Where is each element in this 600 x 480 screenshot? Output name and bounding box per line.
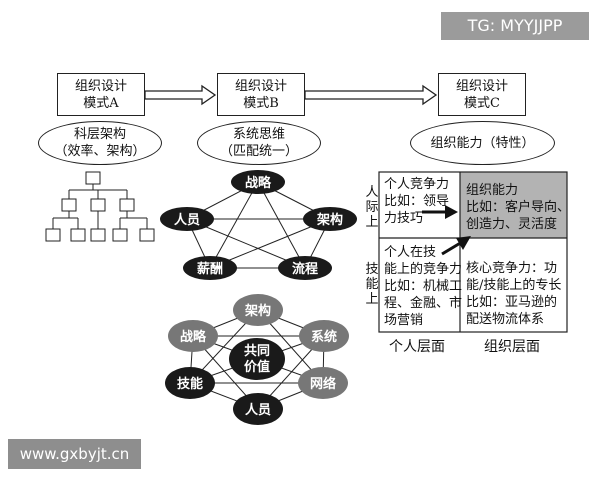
label-structure-pent: 架构 [316,212,343,228]
arrow-a-to-b [144,84,217,106]
cell-tl-line: 力技巧 [384,211,424,226]
row-label-interpersonal: 人际上 [365,185,379,230]
oval-capability: 组织能力（特性） [410,121,555,165]
label-people-net: 人员 [245,402,271,418]
cell-bl-line: 程、金融、市 [384,296,463,311]
node-structure-net [233,294,283,326]
label-shared-value-2: 价值 [244,359,270,375]
label-strategy-pent: 战略 [245,175,272,191]
cell-individual-skill: 个人在技 能上的竞争力 比如：机械工 程、金融、市 场营销 [384,244,462,329]
cell-br-line: 比如：亚马逊的 [466,295,558,310]
cell-tr-line: 比如：客户导向、 [466,200,571,215]
node-people-net [233,393,283,425]
capability-matrix [378,171,568,333]
matrix-arrows [422,205,471,256]
model-b-line1: 组织设计 [234,78,287,94]
cell-tr-line: 组织能力 [466,183,519,198]
model-a-line2: 模式A [83,95,119,111]
matrix-highlight [460,172,567,238]
node-system-net [299,320,349,352]
cell-tl-line: 比如：领导 [384,194,450,209]
label-strategy-net: 战略 [180,329,207,345]
watermark-bottom: www.gxbyjt.cn [8,439,141,469]
cell-bl-line: 场营销 [384,313,424,328]
node-shared-value [229,338,285,380]
label-skill-net: 技能 [177,376,203,392]
oval-hierarchy-line2: （效率、架构） [54,144,146,159]
node-pay-pent [183,256,237,280]
node-strategy-net [168,320,218,352]
oval-hierarchy-line1: 科层架构 [73,127,126,142]
cell-org-capability: 组织能力 比如：客户导向、 创造力、灵活度 [466,182,570,233]
pentagon-nodes: 战略 人员 架构 薪酬 流程 [160,170,357,280]
watermark-top: TG: MYYJJPP [441,12,589,40]
node-structure-pent [303,207,357,231]
cell-br-line: 能/技能上的专长 [466,278,562,293]
label-pay-pent: 薪酬 [197,261,223,277]
cell-bl-line: 能上的竞争力 [384,262,463,277]
node-people-pent [160,207,214,231]
cell-bl-line: 比如：机械工 [384,279,463,294]
node-network-net [298,367,348,399]
model-b-box: 组织设计 模式B [217,73,305,116]
arrow-b-to-c [304,84,438,106]
cell-individual-interpersonal: 个人竞争力 比如：领导 力技巧 [384,176,449,227]
label-shared-value-1: 共同 [244,343,270,359]
oval-systems-line2: （匹配统一） [219,144,298,159]
node-process-pent [278,256,332,280]
model-c-line2: 模式C [464,95,500,111]
oval-capability-line1: 组织能力（特性） [430,135,535,151]
label-structure-net: 架构 [244,303,271,319]
cell-tl-line: 个人竞争力 [384,177,450,192]
cell-tr-line: 创造力、灵活度 [466,217,558,232]
label-people-pent: 人员 [174,212,200,228]
cell-bl-line: 个人在技 [384,245,437,260]
oval-hierarchy: 科层架构 （效率、架构） [38,121,162,165]
org-chart [45,171,155,242]
network-nodes: 架构 战略 系统 技能 网络 人员 共同 价值 [165,294,349,425]
model-a-line1: 组织设计 [74,78,127,94]
cell-core-competence: 核心竞争力：功 能/技能上的专长 比如：亚马逊的 配送物流体系 [466,260,561,328]
label-process-pent: 流程 [292,261,318,277]
model-c-line1: 组织设计 [455,78,508,94]
model-c-box: 组织设计 模式C [438,73,526,116]
cell-br-line: 配送物流体系 [466,312,545,327]
node-strategy-pent [231,170,285,194]
model-a-box: 组织设计 模式A [57,73,145,116]
label-system-net: 系统 [311,329,337,345]
col-label-organization: 组织层面 [484,339,540,355]
row-label-skill: 技能上 [365,262,379,307]
oval-systems-line1: 系统思维 [232,127,285,142]
model-b-line2: 模式B [243,95,279,111]
label-network-net: 网络 [310,376,336,392]
oval-systems: 系统思维 （匹配统一） [197,121,321,165]
node-skill-net [165,367,215,399]
cell-br-line: 核心竞争力：功 [466,261,558,276]
col-label-individual: 个人层面 [389,339,445,355]
